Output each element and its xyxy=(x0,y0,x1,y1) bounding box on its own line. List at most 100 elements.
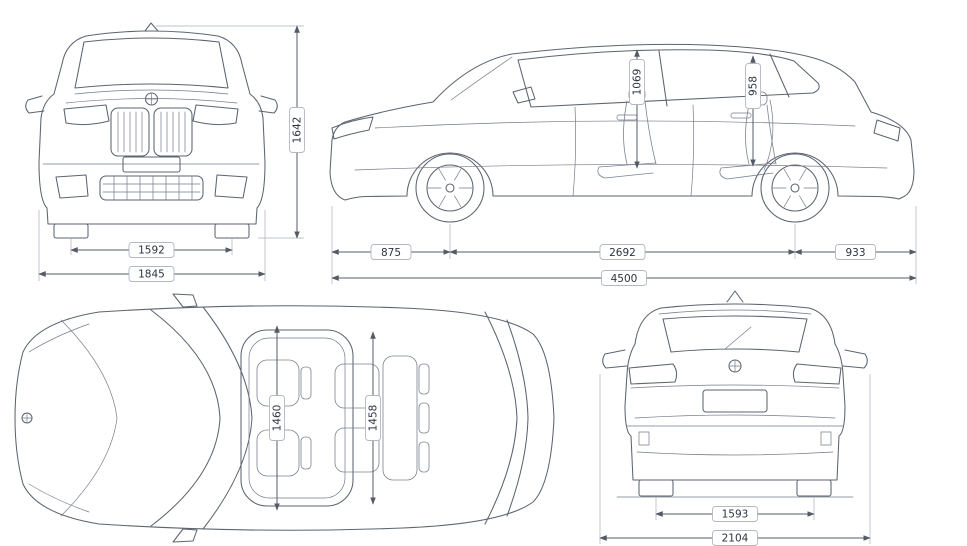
panoramic-sunroof-outer xyxy=(240,329,354,507)
left-taillight xyxy=(628,363,678,385)
intake-grid xyxy=(102,175,201,201)
right-tire xyxy=(796,479,832,497)
rear-view-dimensions: 1593 2104 xyxy=(599,374,871,546)
a-pillar-line xyxy=(450,56,513,101)
dim-rear-headroom: 958 xyxy=(745,55,761,167)
dim-label-front-track: 1592 xyxy=(138,245,165,257)
taillight xyxy=(873,119,901,142)
license-plate xyxy=(702,389,768,413)
left-mirror xyxy=(602,349,628,369)
grille-slats xyxy=(117,111,186,153)
dim-label-rear-track: 1593 xyxy=(722,509,749,521)
roof-spoiler-line xyxy=(658,309,812,315)
top-view-car-art xyxy=(14,293,555,543)
dim-label-rear-interior-width: 1458 xyxy=(368,405,380,432)
door-cut-lines xyxy=(572,99,774,197)
left-reflector xyxy=(638,431,650,446)
dim-label-overall-length: 4500 xyxy=(611,273,638,285)
car-sill-and-wheel-arches xyxy=(344,152,900,201)
lower-bumper-line xyxy=(636,451,834,456)
front-view-car-art xyxy=(25,22,278,239)
right-tire xyxy=(214,223,250,239)
b-pillar-line xyxy=(658,50,668,107)
dim-width-with-mirrors: 2104 xyxy=(599,530,871,546)
front-wheel-spokes xyxy=(427,168,473,208)
bmw-roundel-icon xyxy=(21,412,33,424)
rear-wheel-spokes xyxy=(772,168,818,208)
dim-label-front-interior-width: 1460 xyxy=(272,405,284,432)
shark-fin-antenna-icon xyxy=(726,290,744,303)
roof-leading-arc xyxy=(202,306,253,530)
side-view-dimensions: 1069 958 875 2692 xyxy=(331,49,917,286)
dim-label-front-headroom: 1069 xyxy=(632,69,644,96)
dim-label-rear-headroom: 958 xyxy=(748,76,760,96)
dim-wheelbase: 2692 xyxy=(449,244,796,260)
rear-bench-seat xyxy=(334,355,430,481)
right-mirror xyxy=(258,95,278,114)
dim-front-headroom: 1069 xyxy=(629,49,645,169)
tailgate-crease-lines xyxy=(630,384,840,419)
rear-window-arcs xyxy=(484,311,529,525)
right-mirror xyxy=(842,349,868,369)
dim-overall-length: 4500 xyxy=(331,270,917,286)
lower-air-intake xyxy=(99,175,204,201)
bmw-roundel-icon xyxy=(144,92,159,106)
dim-rear-overhang: 933 xyxy=(794,244,917,260)
dim-front-overhang: 875 xyxy=(331,244,451,260)
headlight xyxy=(331,116,374,140)
dim-overall-height: 1642 xyxy=(289,25,305,239)
right-taillight xyxy=(792,363,842,385)
dim-label-overall-width: 1845 xyxy=(138,269,165,281)
headlight-sweep-lines xyxy=(28,323,90,513)
dim-label-rear-overhang: 933 xyxy=(845,247,865,259)
rear-view-car-art xyxy=(602,290,868,498)
left-mirror xyxy=(25,95,45,114)
left-headlight xyxy=(63,104,110,126)
side-mirror xyxy=(512,86,536,104)
rear-window xyxy=(662,315,808,353)
dim-front-track: 1592 xyxy=(70,242,233,258)
dim-overall-width: 1845 xyxy=(38,266,266,282)
top-view-dimensions: 1460 1458 xyxy=(269,325,381,511)
side-view-car-art xyxy=(329,43,915,223)
panoramic-sunroof-inner xyxy=(248,337,346,499)
kidney-grille-left xyxy=(110,107,150,157)
windshield xyxy=(74,37,229,89)
dim-rear-track: 1593 xyxy=(655,506,815,522)
left-tire xyxy=(53,223,89,239)
car-body-outline xyxy=(38,30,266,225)
hood-contour xyxy=(60,319,118,517)
windshield-base-arc xyxy=(150,309,221,527)
roof-antenna-icon xyxy=(144,22,159,32)
right-headlight xyxy=(192,104,239,126)
left-mirror xyxy=(172,293,198,308)
side-windows-outline xyxy=(517,49,820,108)
bmw-roundel-icon xyxy=(728,359,742,373)
front-view: 1592 1845 1642 xyxy=(25,22,305,282)
c-pillar-line xyxy=(769,53,790,98)
license-plate xyxy=(122,156,181,173)
front-wheel xyxy=(415,153,485,223)
dim-rear-interior-width: 1458 xyxy=(365,331,381,505)
rear-door-handle xyxy=(730,112,752,119)
rear-wheel xyxy=(760,153,830,223)
top-view: 1460 1458 xyxy=(14,293,555,543)
dim-label-wheelbase: 2692 xyxy=(609,247,636,259)
left-tire xyxy=(638,479,674,497)
right-fog-intake xyxy=(214,174,248,199)
side-view: 1069 958 875 2692 xyxy=(329,43,917,286)
dim-label-front-overhang: 875 xyxy=(381,247,401,259)
dim-label-overall-height: 1642 xyxy=(292,117,304,144)
dim-front-interior-width: 1460 xyxy=(269,325,285,511)
right-reflector xyxy=(820,431,832,446)
front-door-handle xyxy=(616,114,638,121)
kidney-grille-right xyxy=(153,107,193,157)
rear-view: 1593 2104 xyxy=(599,290,871,546)
rear-wiper xyxy=(724,326,752,350)
car-body-outline xyxy=(14,305,555,531)
dim-label-width-with-mirrors: 2104 xyxy=(722,533,749,545)
front-view-dimensions: 1592 1845 1642 xyxy=(38,25,305,282)
car-body-outline xyxy=(624,303,846,481)
right-mirror xyxy=(172,528,198,543)
